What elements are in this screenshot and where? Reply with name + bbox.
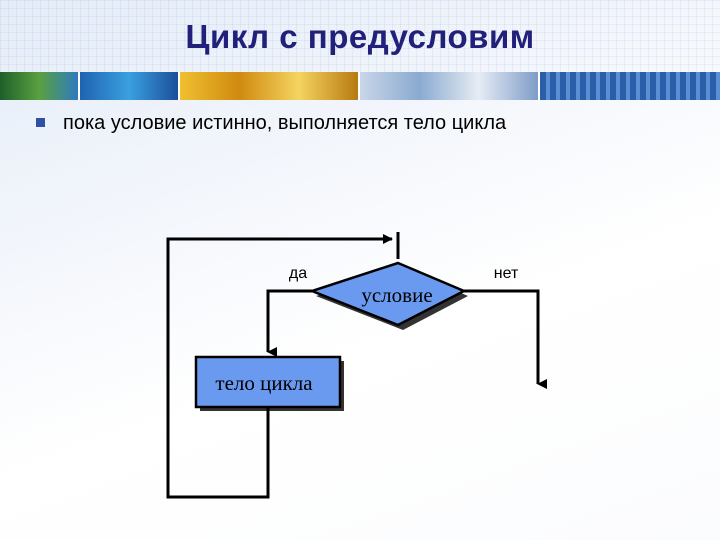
banner-image-keyboard bbox=[540, 72, 720, 100]
yes-branch-line bbox=[266, 289, 312, 357]
banner-image-tech bbox=[80, 72, 180, 100]
condition-label: условие bbox=[361, 283, 432, 307]
banner-image-office bbox=[360, 72, 540, 100]
bullet-text: пока условие истинно, выполняется тело ц… bbox=[63, 112, 507, 134]
no-label: нет bbox=[494, 265, 519, 282]
condition-diamond bbox=[308, 261, 467, 327]
body-label: тело цикла bbox=[215, 371, 313, 395]
header-banner bbox=[0, 72, 720, 100]
no-branch-line bbox=[464, 289, 547, 389]
yes-label: да bbox=[289, 265, 307, 282]
bullet-square-icon bbox=[36, 118, 45, 127]
bullet-item: пока условие истинно, выполняется тело ц… bbox=[36, 112, 706, 135]
banner-image-plant bbox=[0, 72, 80, 100]
slide-title: Цикл с предусловим bbox=[185, 18, 535, 55]
body-box bbox=[194, 355, 342, 409]
banner-image-gears bbox=[180, 72, 360, 100]
loop-back-line bbox=[166, 234, 393, 499]
title-grid-background bbox=[0, 0, 720, 72]
